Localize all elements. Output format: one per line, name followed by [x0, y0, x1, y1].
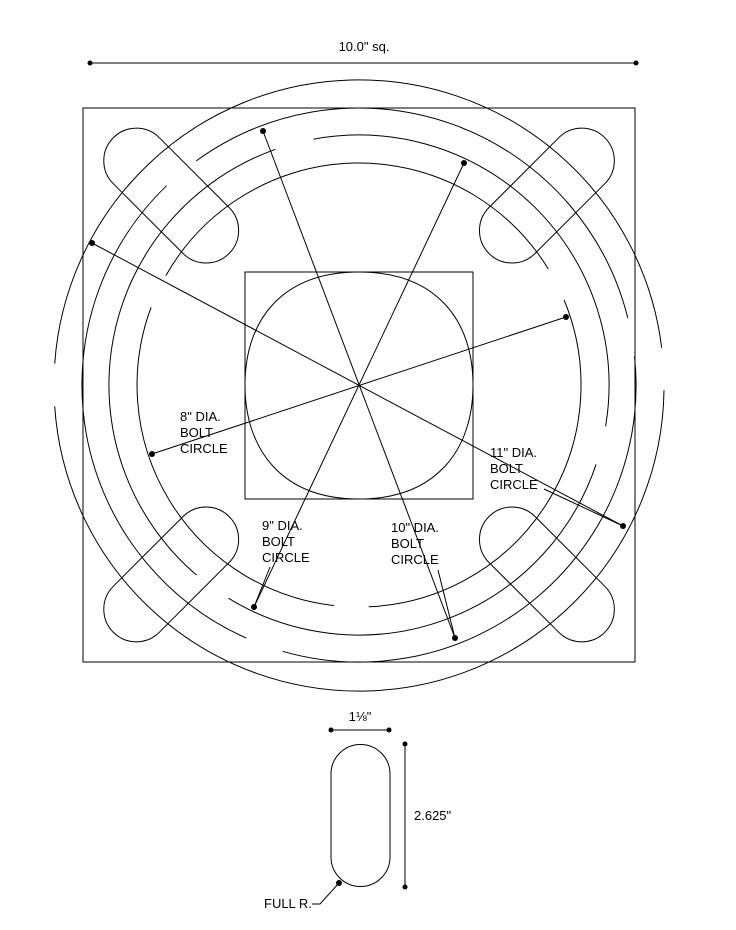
- bc10-arc-1: [81, 185, 247, 639]
- dot-bc8-left: [149, 451, 155, 457]
- leader-bc11: [543, 488, 624, 527]
- bolt-circle-11: [54, 79, 665, 692]
- dot-bc8-right: [563, 314, 569, 320]
- callout-bc11: 11" DIA. BOLT CIRCLE: [490, 445, 538, 492]
- bc9-arc-1: [228, 464, 597, 636]
- dot-bc10-top: [260, 128, 266, 134]
- bc9-arc-2: [108, 148, 276, 576]
- full-radius-label: FULL R.: [264, 896, 312, 911]
- diameter-line-8: [151, 316, 567, 455]
- bc10-line-3: CIRCLE: [391, 552, 439, 567]
- bc10-line-1: 10" DIA.: [391, 520, 439, 535]
- bc9-arc-3: [313, 134, 610, 427]
- leader-bc10: [437, 569, 456, 639]
- slot-bottom-right: [479, 506, 615, 643]
- bolt-circles: [54, 79, 665, 692]
- slotted-holes: [103, 127, 615, 643]
- full-radius-leader: [312, 882, 340, 905]
- bolt-circle-8: [136, 162, 582, 608]
- diameter-line-11: [91, 242, 624, 527]
- bc8-arc-3: [368, 299, 582, 608]
- bc8-arc-1: [136, 307, 334, 607]
- bc11-line-3: CIRCLE: [490, 477, 538, 492]
- slot-width-label: 1⅛": [349, 709, 372, 724]
- slot-detail-outline: [330, 744, 391, 887]
- overall-dimension-label: 10.0" sq.: [339, 39, 390, 54]
- slot-bottom-left: [103, 506, 240, 643]
- bc8-line-2: BOLT: [180, 425, 213, 440]
- bc8-line-1: 8" DIA.: [180, 409, 221, 424]
- callout-bc8: 8" DIA. BOLT CIRCLE: [180, 409, 228, 456]
- leader-bc9: [253, 566, 271, 608]
- bolt-circle-10: [81, 107, 637, 663]
- callout-bc10: 10" DIA. BOLT CIRCLE: [391, 520, 439, 567]
- overall-dimension: 10.0" sq.: [87, 39, 639, 66]
- callout-bc9: 9" DIA. BOLT CIRCLE: [262, 518, 310, 565]
- bc11-line-2: BOLT: [490, 461, 523, 476]
- bolt-circle-9: [108, 134, 610, 636]
- bc8-line-3: CIRCLE: [180, 441, 228, 456]
- slot-detail: 1⅛" 2.625" FULL R.: [264, 709, 452, 911]
- bc10-line-2: BOLT: [391, 536, 424, 551]
- diameter-lines: [91, 130, 624, 639]
- bc9-line-3: CIRCLE: [262, 550, 310, 565]
- bc11-line-1: 11" DIA.: [490, 445, 537, 460]
- dot-bc11-left: [89, 240, 95, 246]
- dot-bc9-top: [461, 160, 467, 166]
- callout-leaders: [253, 488, 624, 639]
- bc10-arc-3: [282, 355, 637, 663]
- bc8-arc-2: [165, 162, 549, 276]
- slot-top-left: [103, 127, 240, 264]
- bc10-arc-2: [195, 107, 629, 319]
- slot-length-label: 2.625": [414, 808, 452, 823]
- bc11-arc-1: [54, 79, 663, 364]
- slot-top-right: [479, 127, 615, 264]
- bc11-arc-2: [54, 390, 665, 692]
- bc9-line-1: 9" DIA.: [262, 518, 303, 533]
- bc9-line-2: BOLT: [262, 534, 295, 549]
